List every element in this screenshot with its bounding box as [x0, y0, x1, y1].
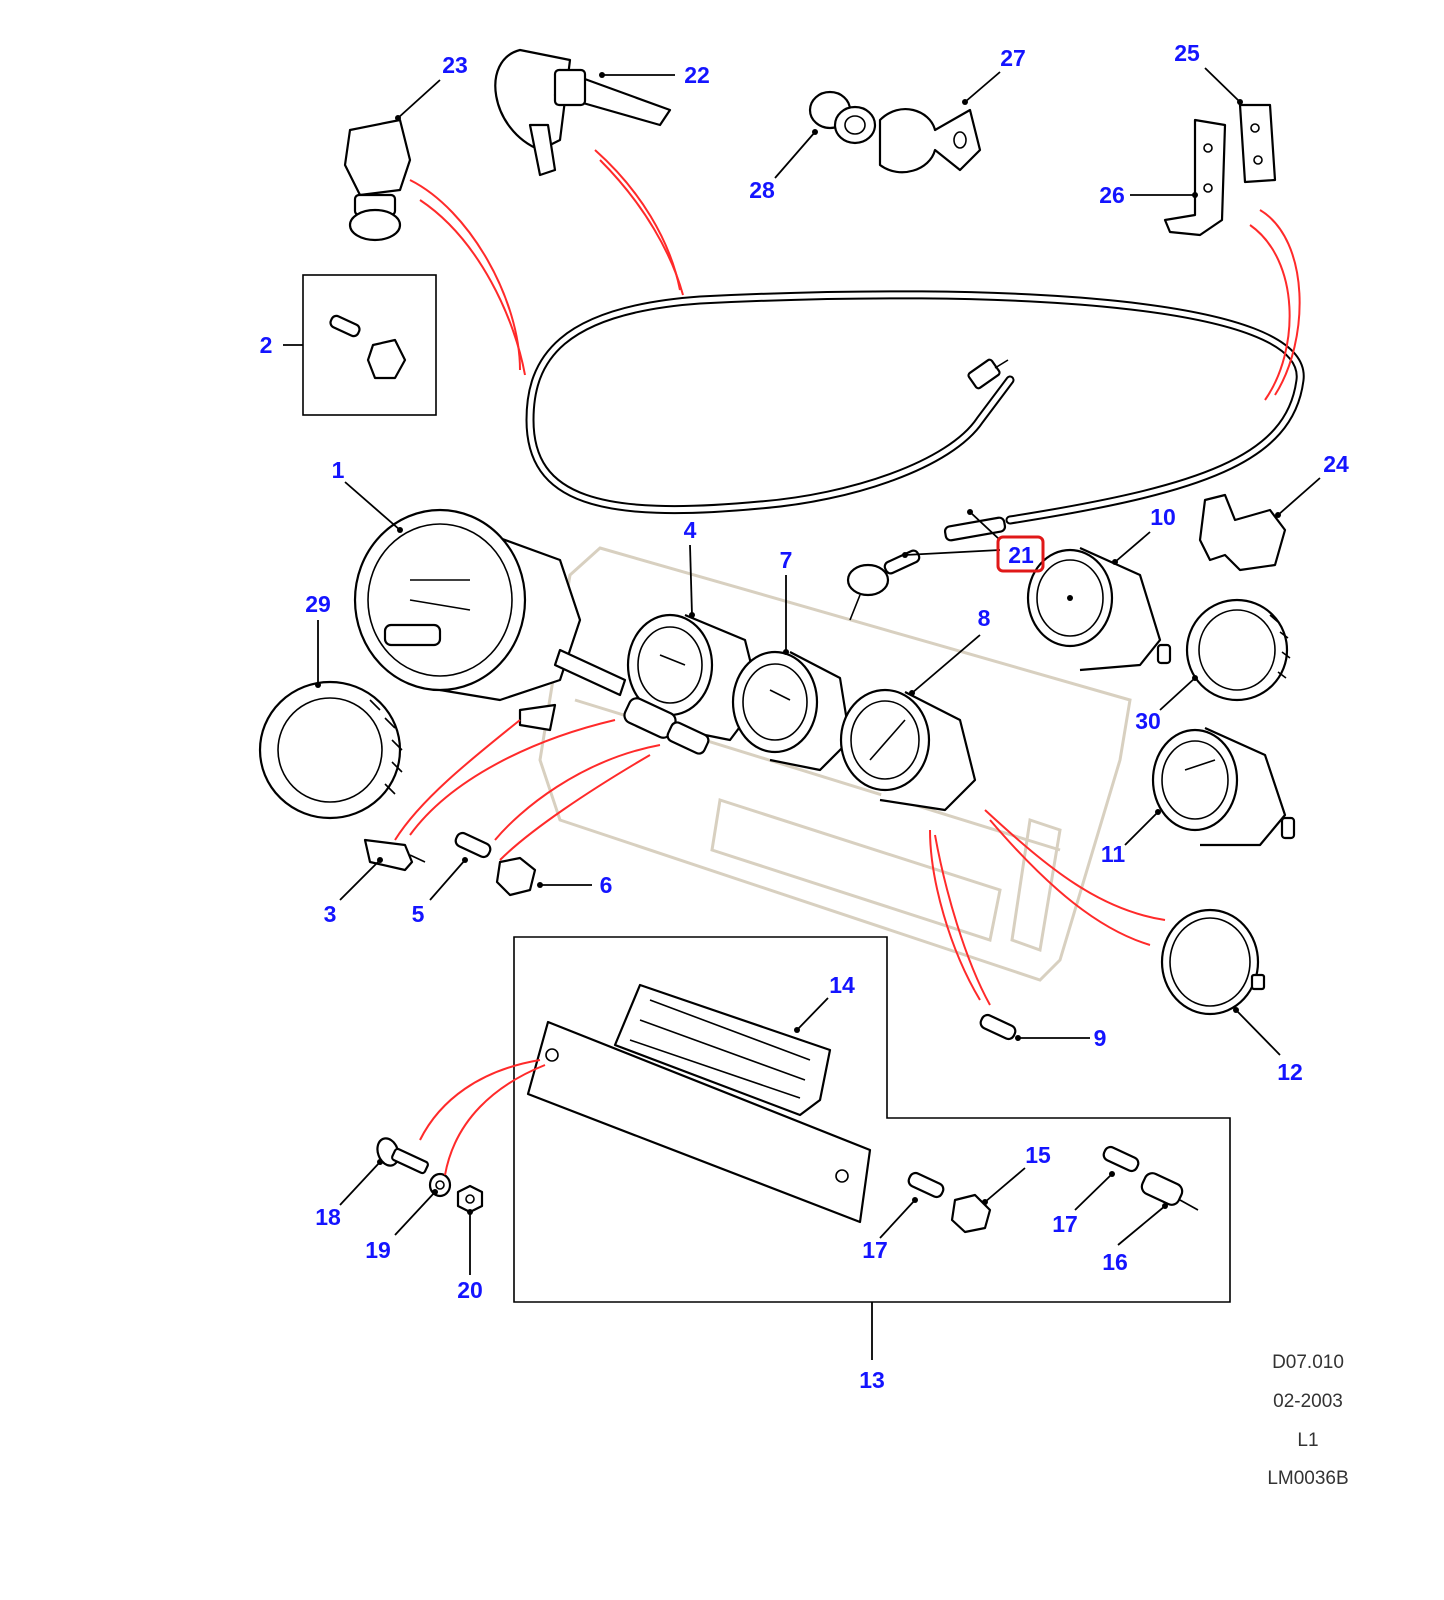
callout-27: 27: [1000, 45, 1026, 71]
grommet-28: [808, 90, 877, 145]
reference-lines: [394, 149, 1301, 1176]
inset-box-13: [513, 936, 1231, 1303]
callout-21-highlight: [996, 535, 1045, 573]
bulb-5: [454, 831, 492, 859]
callout-23: 23: [442, 52, 468, 78]
callout-13: 13: [859, 1367, 885, 1393]
drawing-date: 02-2003: [1273, 1391, 1343, 1412]
callout-11: 11: [1101, 841, 1126, 867]
callout-2: 2: [260, 332, 273, 358]
callout-30: 30: [1135, 708, 1161, 734]
gauge-11: [1151, 726, 1296, 847]
callout-18: 18: [315, 1204, 341, 1230]
callout-1: 1: [332, 457, 345, 483]
drawing-level: L1: [1297, 1430, 1318, 1451]
callout-6: 6: [600, 872, 613, 898]
speedometer-cable: [525, 290, 1305, 542]
callout-7: 7: [780, 547, 793, 573]
clip-23: [343, 118, 412, 242]
callout-10: 10: [1150, 504, 1176, 530]
speedometer: [353, 508, 627, 732]
bulb-9: [979, 1013, 1017, 1041]
nut-20: [456, 1184, 484, 1214]
bulb-holder-16: [1140, 1172, 1199, 1211]
callout-24: 24: [1323, 451, 1349, 477]
callout-12: 12: [1277, 1059, 1303, 1085]
cable-grommet: [846, 549, 921, 621]
screw-18: [376, 1137, 429, 1175]
callout-20: 20: [457, 1277, 483, 1303]
callout-14: 14: [829, 972, 855, 998]
bracket-26: [1163, 118, 1227, 237]
callout-9: 9: [1094, 1025, 1107, 1051]
bulb-holder-cluster: [623, 697, 710, 755]
callout-labels: 1 2 3 4 5 6 7 8 9 10 11 12 13 14 15 16 1…: [260, 40, 1349, 1393]
bulb-holder-15: [950, 1193, 992, 1234]
callout-17b: 17: [1052, 1211, 1078, 1237]
bulb-17a: [907, 1171, 945, 1199]
drawing-ref: D07.010: [1272, 1352, 1344, 1373]
gauge-8: [839, 688, 977, 812]
callout-25: 25: [1174, 40, 1200, 66]
clip-24: [1198, 493, 1287, 572]
callout-4: 4: [684, 517, 697, 543]
clip-27: [878, 108, 982, 174]
bulb-17b: [1102, 1145, 1140, 1173]
bezel-30: [1185, 598, 1291, 702]
callout-8: 8: [978, 605, 991, 631]
leader-lines: [283, 67, 1321, 1360]
callout-15: 15: [1025, 1142, 1051, 1168]
cable-tie-22: [494, 48, 672, 177]
drawing-footer: D07.010 02-2003 L1 LM0036B: [1267, 1352, 1348, 1489]
bezel-29: [258, 680, 403, 820]
callout-22: 22: [684, 62, 710, 88]
bracket-25: [1238, 103, 1277, 184]
callout-21: 21: [1008, 542, 1034, 568]
callout-29: 29: [305, 591, 331, 617]
callout-17a: 17: [862, 1237, 888, 1263]
callout-28: 28: [749, 177, 775, 203]
callout-3: 3: [324, 901, 337, 927]
callout-16: 16: [1102, 1249, 1128, 1275]
inset-box-2: [302, 274, 437, 416]
blanking-cap: [1160, 908, 1266, 1016]
gauge-7: [731, 650, 852, 772]
callout-26: 26: [1099, 182, 1125, 208]
bulb-holder-6: [495, 856, 537, 897]
gauge-10: [1026, 546, 1172, 672]
callout-19: 19: [365, 1237, 391, 1263]
illustration-id: LM0036B: [1267, 1468, 1348, 1489]
callout-5: 5: [412, 901, 425, 927]
